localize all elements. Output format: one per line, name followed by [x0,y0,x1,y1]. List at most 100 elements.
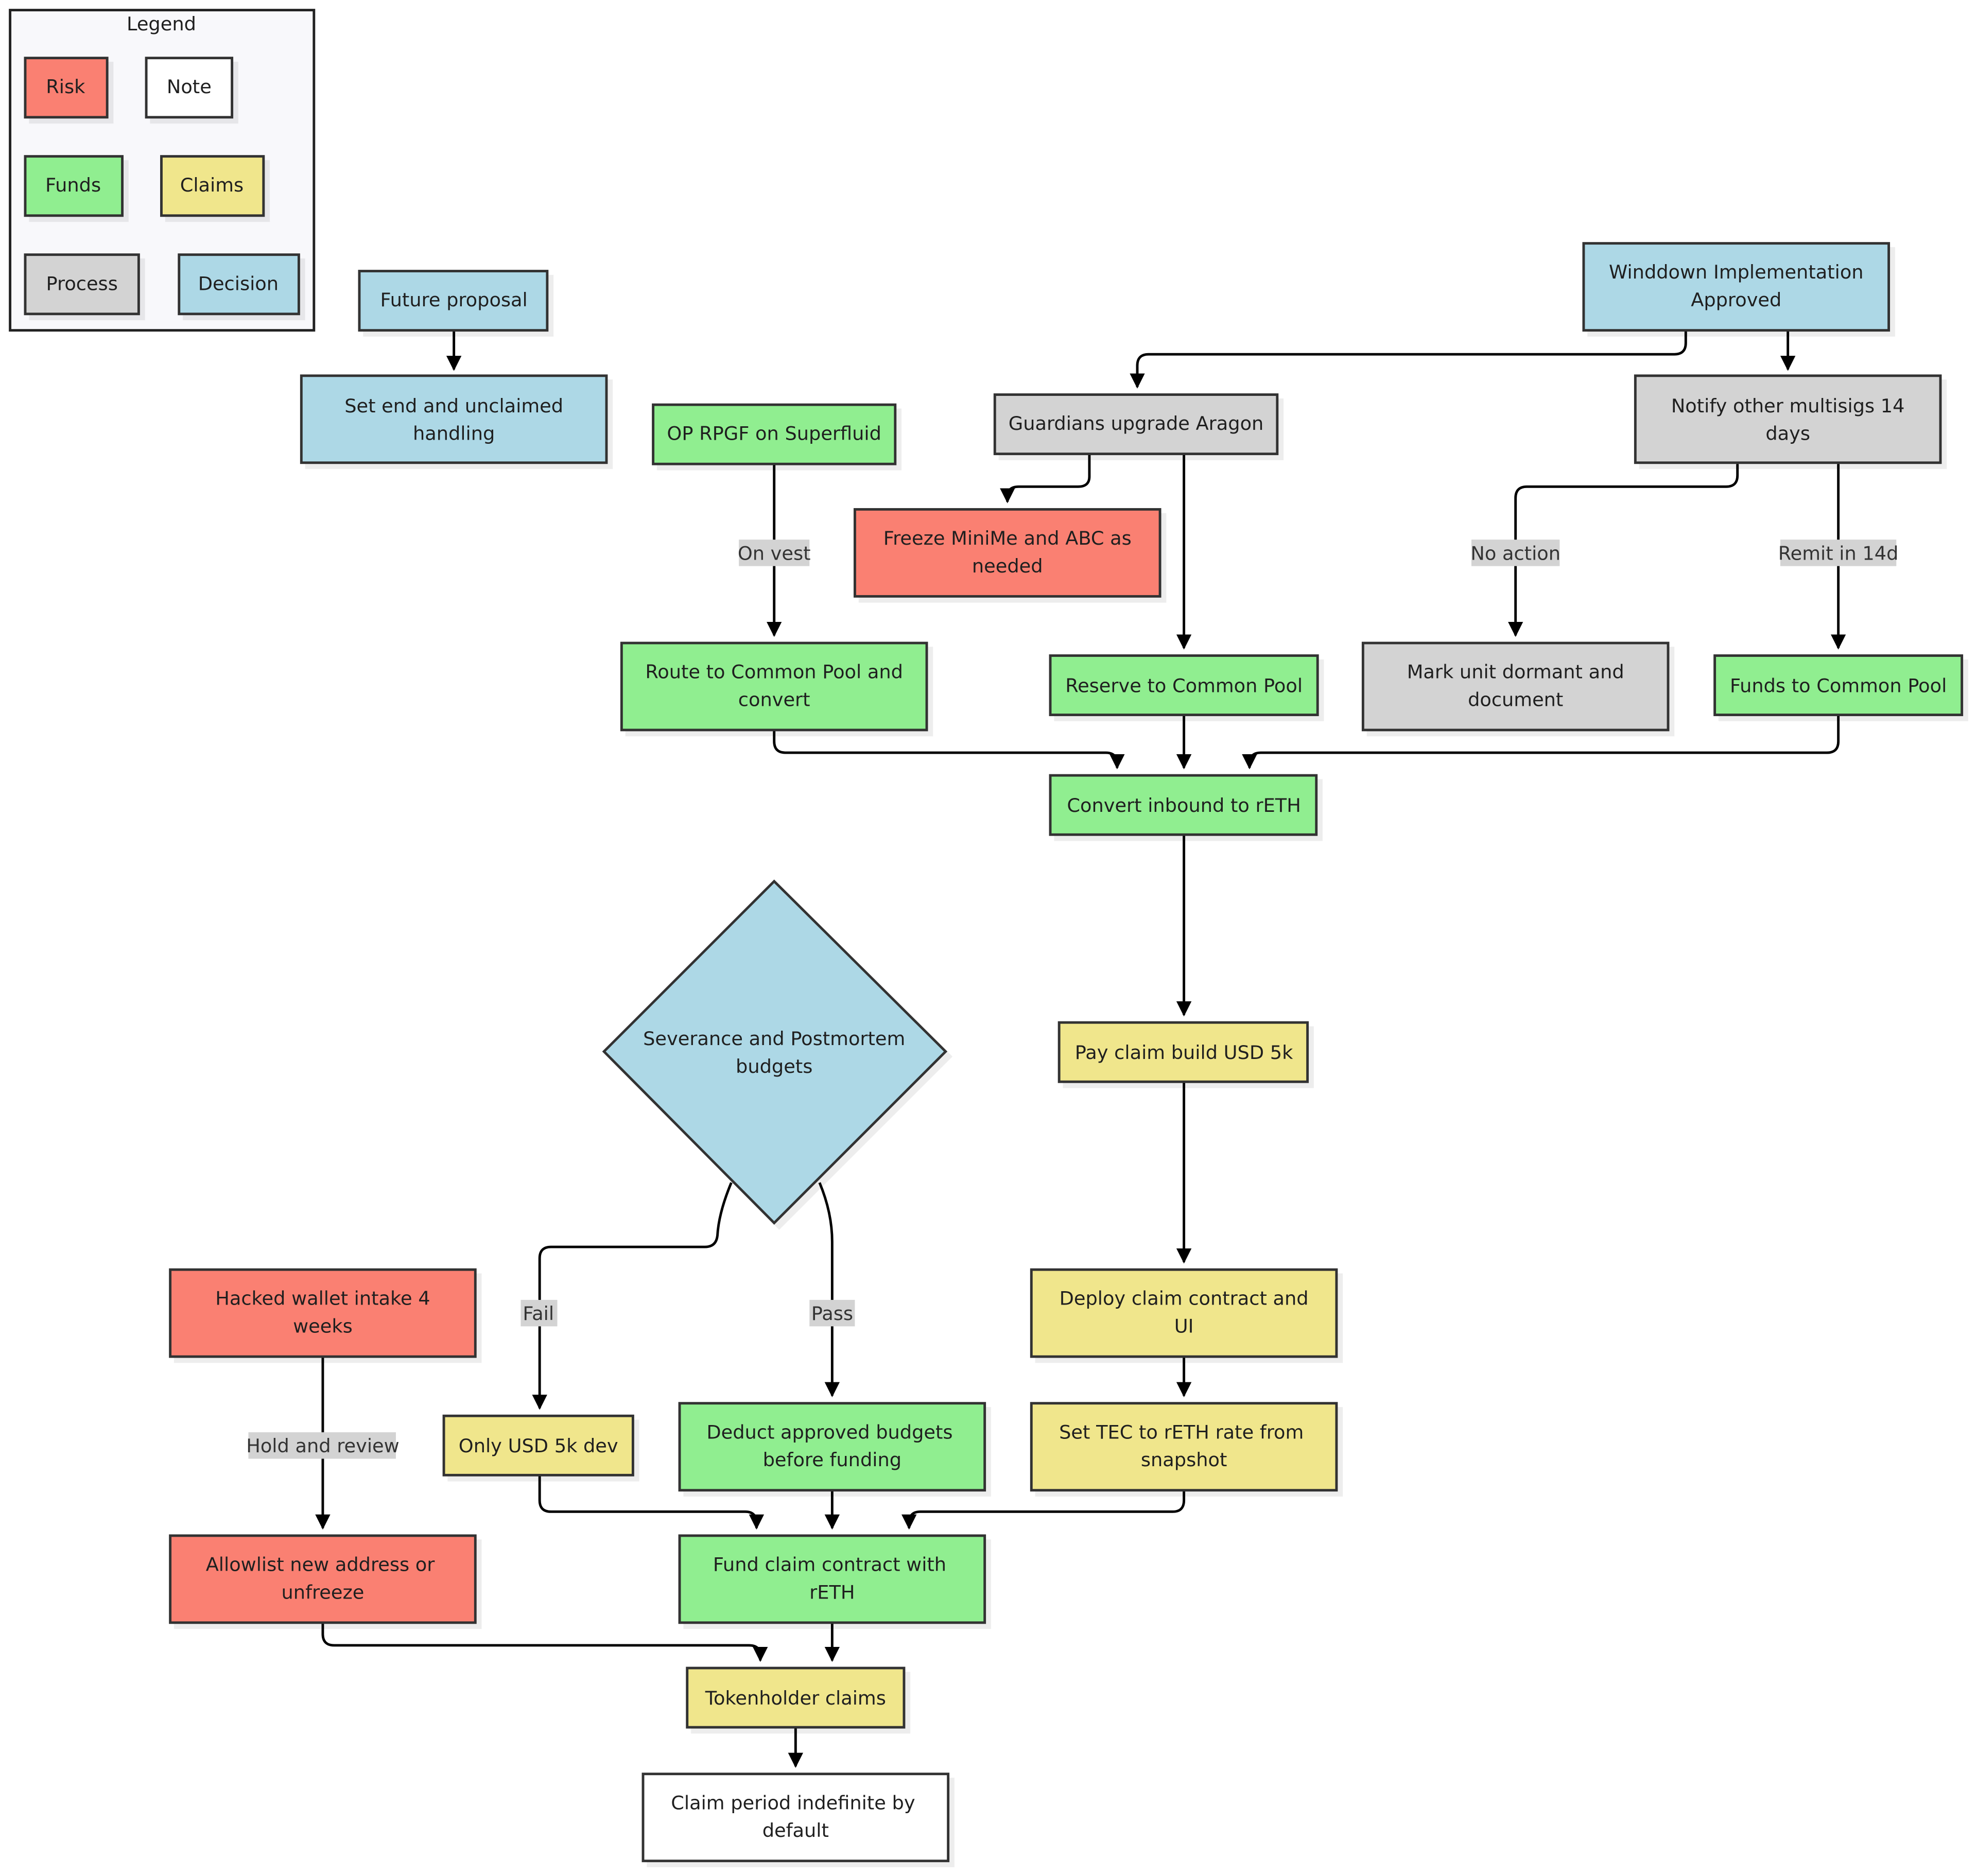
edge-severance-to-deduct [818,1182,840,1397]
edge-allowlist-to-tokenholder [321,1622,768,1662]
edge-label-text: Hold and review [246,1435,399,1457]
node-hacked-wallet: Hacked wallet intake 4 weeks [169,1268,477,1358]
node-claim-period: Claim period indefinite by default [641,1773,950,1863]
node-label-line: convert [738,688,810,710]
edge-label-bg [1471,540,1560,566]
node-label-line: Set TEC to rETH rate from [1059,1421,1304,1443]
node-box [1049,654,1319,717]
node-label-line: budgets [736,1055,812,1078]
legend-item-risk: Risk [24,57,109,119]
legend-label-claims: Claims [180,174,244,196]
node-label-line: Fund claim contract with [713,1553,946,1575]
node-label-line: UI [1174,1315,1194,1337]
node-label-line: Reserve to Common Pool [1065,675,1303,697]
legend-item-funds: Funds [24,155,124,217]
node-tokenholder-claims: Tokenholder claims [686,1666,906,1729]
edge-fundscp-to-convert [1242,716,1840,770]
legend-item-process: Process [24,253,140,316]
edge-label-text: On vest [738,542,811,564]
node-label-line: Set end and unclaimed [344,395,563,417]
node-allowlist: Allowlist new address or unfreeze [169,1534,477,1624]
node-box [853,508,1161,598]
node-freeze: Freeze MiniMe and ABC as needed [853,508,1161,598]
legend-label-funds: Funds [45,174,101,196]
node-label-line: Winddown Implementation [1609,261,1864,283]
legend-label-note: Note [167,76,212,98]
node-reserve: Reserve to Common Pool [1049,654,1319,717]
node-label-line: Tokenholder claims [705,1687,886,1709]
edge-guardians-to-freeze [1000,454,1091,503]
node-label-line: Only USD 5k dev [459,1435,618,1457]
node-label-line: Notify other multisigs 14 [1671,395,1905,417]
node-label-line: rETH [809,1581,855,1603]
node-diamond [602,879,948,1225]
node-set-tec-rate: Set TEC to rETH rate from snapshot [1030,1402,1338,1492]
node-label-line: document [1468,688,1563,710]
node-label-line: Hacked wallet intake 4 [215,1288,430,1310]
node-box [993,393,1279,456]
node-box [1361,641,1670,732]
node-box [1057,1021,1309,1083]
legend-item-claims: Claims [160,155,265,217]
node-box [686,1666,906,1729]
node-label-line: unfreeze [282,1581,365,1603]
edge-label-bg [809,1299,855,1327]
edge-label-bg [1780,540,1897,566]
node-label-line: Route to Common Pool and [645,661,903,683]
edge-severance-to-only5k [532,1182,733,1410]
node-box [1049,774,1318,836]
node-set-end: Set end and unclaimed handling [300,374,608,464]
edge-label-fail: Fail [521,1299,558,1327]
node-deduct-budgets: Deduct approved budgets before funding [678,1402,986,1492]
node-label-line: needed [972,555,1043,577]
node-notify-multisigs: Notify other multisigs 14 days [1634,374,1942,464]
node-box [678,1402,986,1492]
edge-labels: On vest No action Remit in 14d Fail Pass… [246,540,1899,1459]
legend-label-process: Process [46,272,118,294]
node-box [678,1534,986,1624]
edge-label-pass: Pass [809,1299,855,1327]
node-label-line: Funds to Common Pool [1730,675,1947,697]
node-label-line: Pay claim build USD 5k [1075,1041,1293,1064]
legend-item-decision: Decision [178,253,300,316]
legend-item-note: Note [145,57,234,119]
edge-label-bg [248,1432,396,1459]
node-route: Route to Common Pool and convert [620,641,928,732]
node-label-line: before funding [763,1449,901,1471]
node-label-line: Future proposal [380,289,527,311]
edge-label-text: No action [1470,542,1560,564]
node-label-line: Freeze MiniMe and ABC as [883,527,1132,549]
node-pay-claim: Pay claim build USD 5k [1057,1021,1309,1083]
edge-only5k-to-fundclaim [538,1475,765,1530]
edge-route-to-convert [773,728,1125,770]
edge-winddown-to-guardians [1130,330,1687,389]
node-op-rpgf: OP RPGF on Superfluid [652,403,897,465]
node-box [1713,654,1964,717]
node-fund-claim-contract: Fund claim contract with rETH [678,1534,986,1624]
legend: Legend Risk Note Funds Claims Process De… [9,9,316,332]
edge-label-bg [521,1299,558,1327]
edge-label-text: Remit in 14d [1778,542,1899,564]
edge-label-text: Fail [523,1302,554,1325]
node-box [641,1773,950,1863]
node-box [169,1268,477,1358]
node-funds-to-cp: Funds to Common Pool [1713,654,1964,717]
node-severance-decision: Severance and Postmortem budgets [602,879,948,1225]
node-label-line: Approved [1691,289,1781,311]
edge-label-no-action: No action [1470,540,1560,566]
legend-swatch-risk [24,57,109,119]
legend-swatch-decision [178,253,300,316]
node-label-line: default [762,1819,829,1842]
legend-swatch-claims [160,155,265,217]
node-label-line: Severance and Postmortem [643,1028,905,1050]
edge-label-remit: Remit in 14d [1778,540,1899,566]
legend-swatch-funds [24,155,124,217]
legend-label-risk: Risk [46,76,85,98]
node-deploy-claim: Deploy claim contract and UI [1030,1268,1338,1358]
edge-settec-to-fundclaim [901,1489,1186,1530]
node-future-proposal: Future proposal [358,270,549,332]
node-label-line: days [1765,423,1810,445]
node-box [358,270,549,332]
node-label-line: Claim period indefinite by [671,1792,915,1814]
node-label-line: Deduct approved budgets [706,1421,952,1443]
